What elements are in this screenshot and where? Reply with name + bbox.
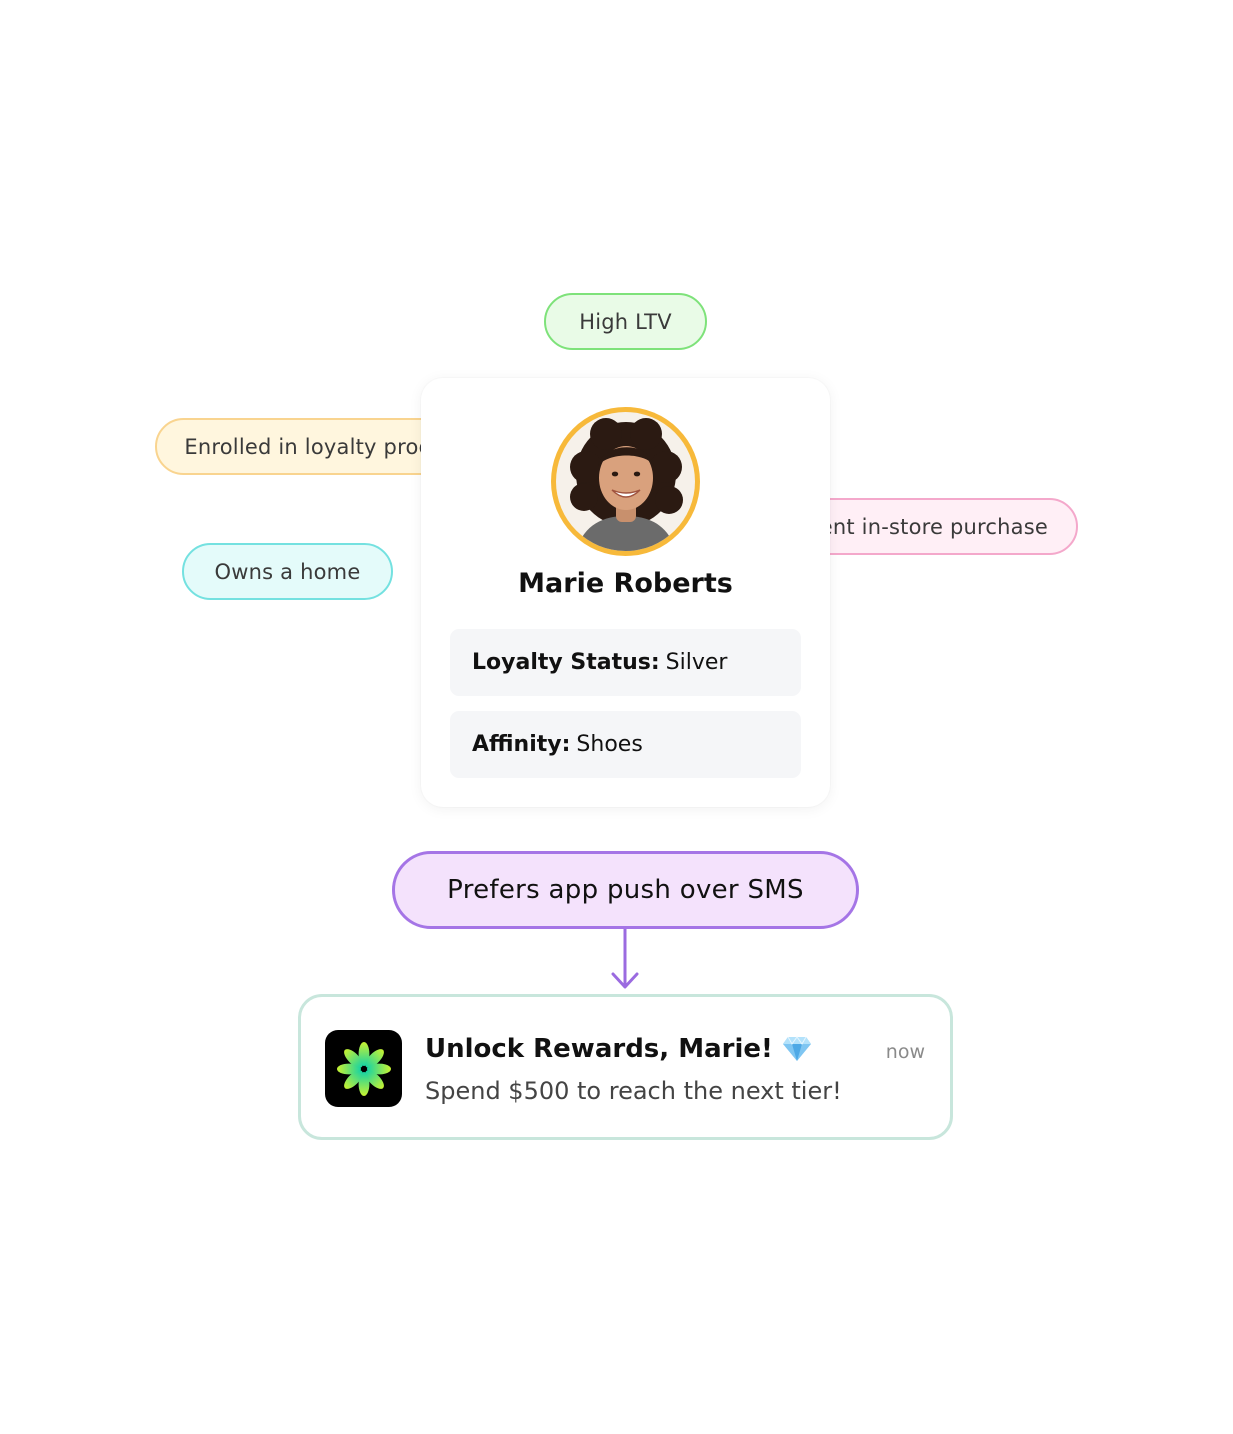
- arrow-down-icon: [611, 929, 639, 989]
- channel-preference-pill: Prefers app push over SMS: [392, 851, 859, 929]
- avatar: [551, 407, 700, 556]
- push-notification[interactable]: Unlock Rewards, Marie! now Spend $500 to…: [298, 994, 953, 1140]
- loyalty-status-label: Loyalty Status:: [472, 650, 660, 675]
- notification-title: Unlock Rewards, Marie!: [425, 1034, 812, 1064]
- tag-high-ltv: High LTV: [544, 293, 707, 350]
- notification-title-text: Unlock Rewards, Marie!: [425, 1034, 773, 1064]
- notification-body: Spend $500 to reach the next tier!: [425, 1077, 842, 1105]
- profile-card: Marie Roberts Loyalty Status: Silver Aff…: [421, 378, 830, 807]
- tag-owns-home: Owns a home: [182, 543, 393, 600]
- gem-icon: [782, 1036, 811, 1061]
- notification-time: now: [885, 1041, 925, 1063]
- loyalty-status-row: Loyalty Status: Silver: [450, 629, 801, 696]
- loyalty-status-value: Silver: [665, 650, 728, 675]
- affinity-label: Affinity:: [472, 732, 571, 757]
- app-icon: [325, 1030, 402, 1107]
- person-portrait-icon: [556, 412, 695, 551]
- asterisk-flower-icon: [336, 1041, 391, 1096]
- affinity-value: Shoes: [576, 732, 643, 757]
- affinity-row: Affinity: Shoes: [450, 711, 801, 778]
- profile-name: Marie Roberts: [518, 568, 733, 599]
